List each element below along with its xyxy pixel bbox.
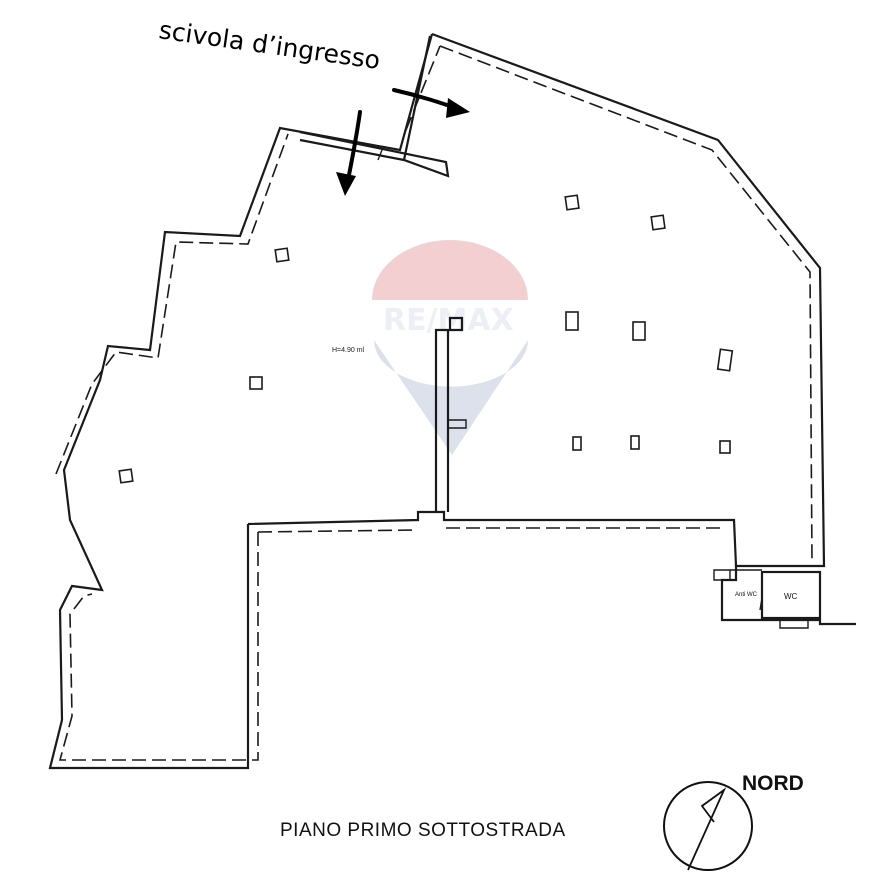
pillar (274, 247, 290, 263)
ramp-arrow-down-icon (336, 110, 362, 196)
pillar (564, 194, 580, 211)
antibagno-label: Anti WC (735, 592, 758, 598)
plan-title: PIANO PRIMO SOTTOSTRADA (280, 820, 566, 841)
remax-watermark: RE/MAX (372, 240, 528, 455)
pillar (650, 214, 666, 231)
pillar (565, 311, 579, 331)
wc-label: WC (784, 592, 798, 601)
pillar (572, 436, 582, 451)
pillars (118, 194, 734, 484)
outer-walls (48, 32, 856, 770)
ceiling-height-label: H=4.90 ml (332, 347, 365, 354)
pillar (249, 376, 263, 390)
pillar (632, 321, 646, 341)
north-compass-icon (663, 781, 753, 871)
pillar (716, 348, 734, 372)
pillar (118, 468, 134, 484)
pillar (630, 435, 640, 450)
ramp-arrow-right-icon (392, 88, 470, 118)
north-label: NORD (742, 772, 804, 795)
entrance-ramp-annotation: scivola d’ingresso (157, 15, 382, 75)
pillar (719, 440, 731, 454)
